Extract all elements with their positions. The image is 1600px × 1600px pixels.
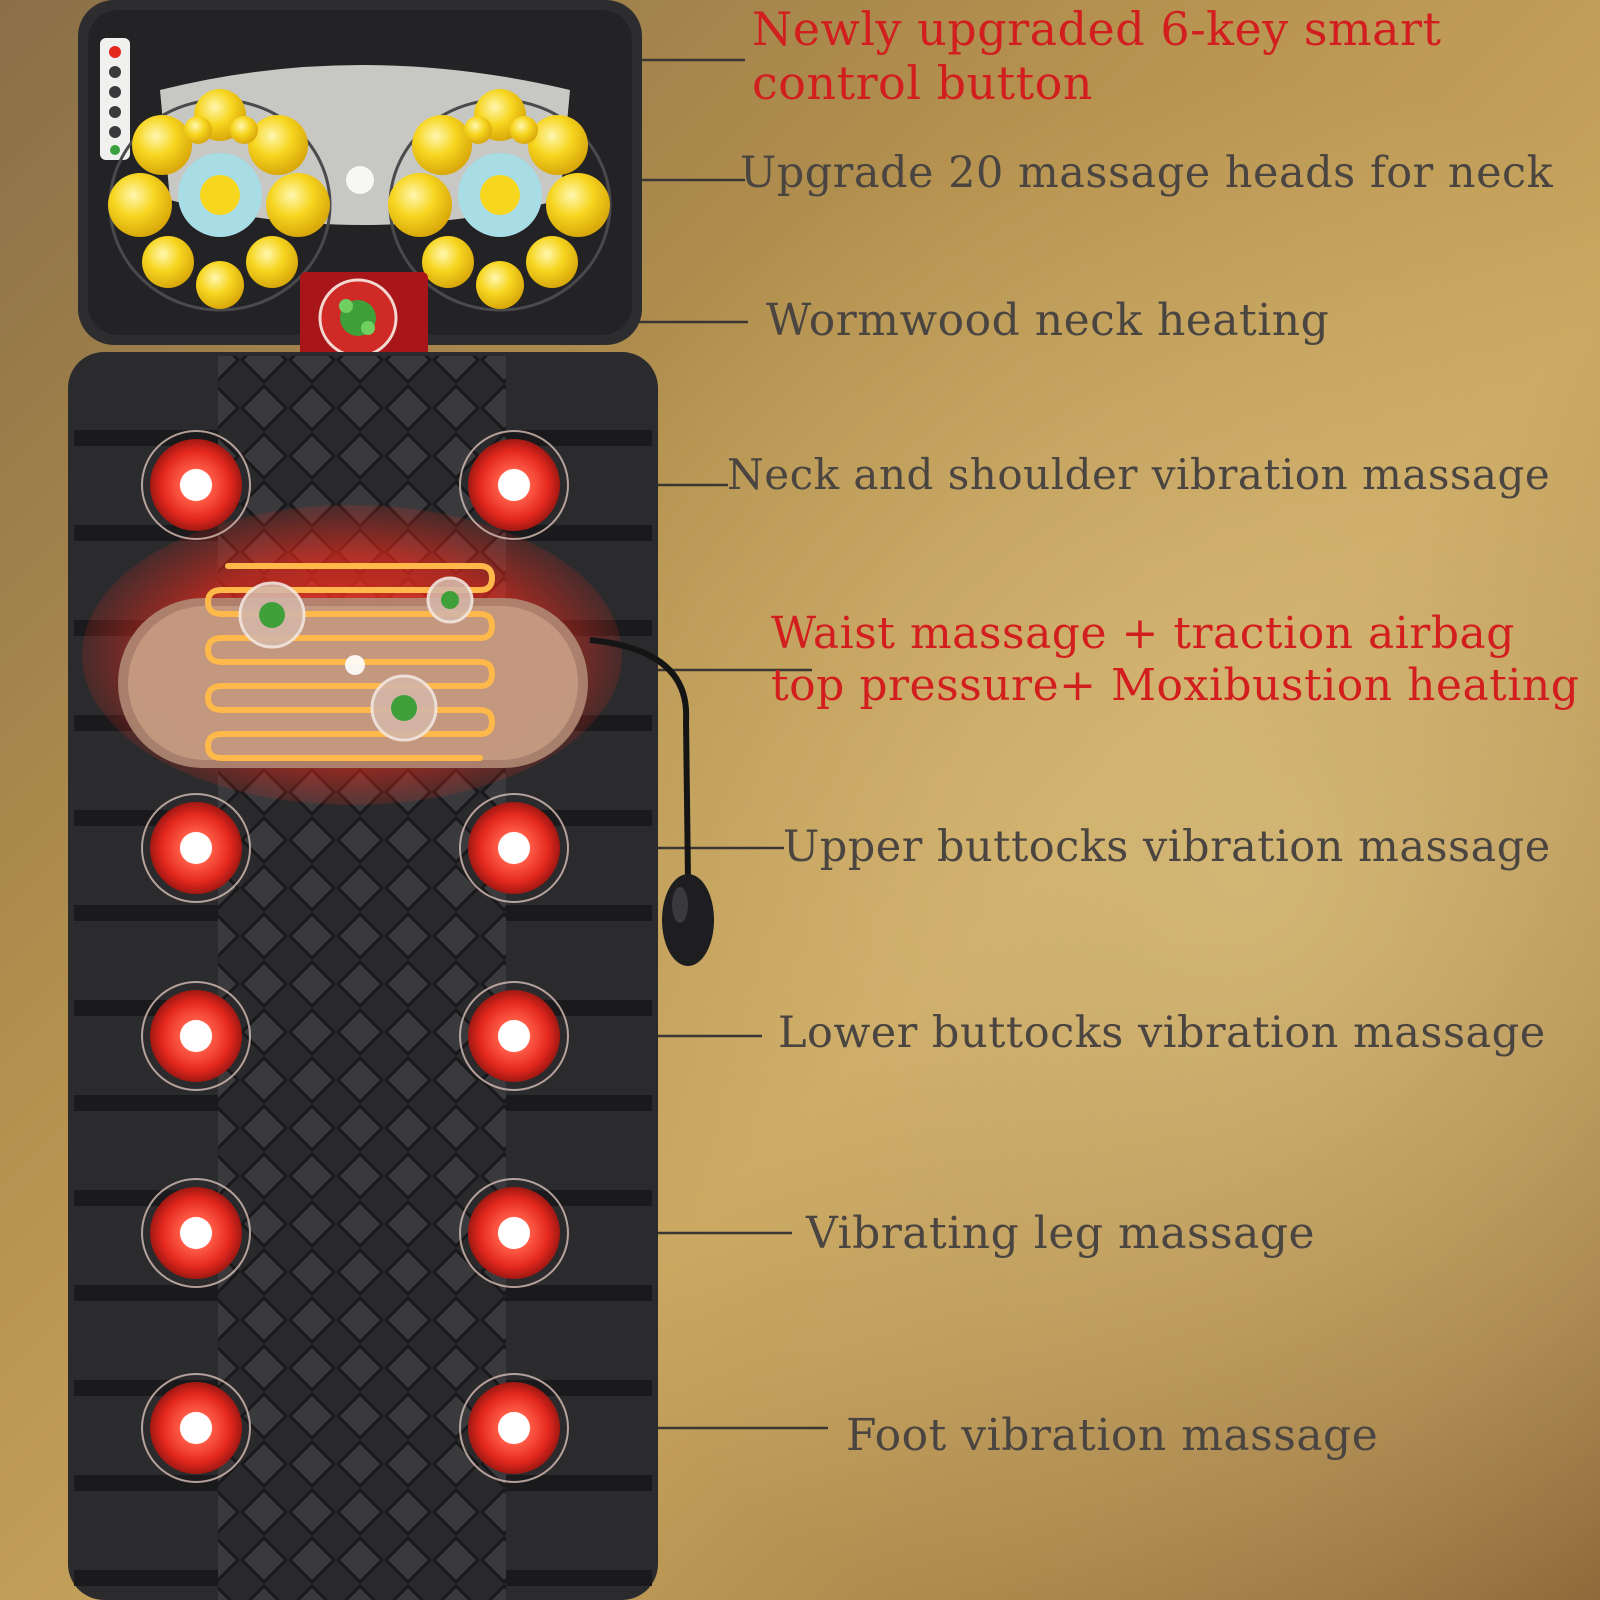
mat-rib: [506, 1475, 652, 1491]
head-pillow: [78, 0, 642, 358]
vibration-motors: [141, 430, 569, 1483]
vibration-motor-icon: [459, 1178, 569, 1288]
mat-rib: [506, 905, 652, 921]
mat-rib: [506, 430, 652, 446]
label-waist-line2: top pressure+ Moxibustion heating: [771, 659, 1580, 711]
label-waist-line1: Waist massage + traction airbag: [771, 608, 1515, 659]
label-lower-buttocks-vibration: Lower buttocks vibration massage: [778, 1008, 1546, 1058]
vibration-motor-icon: [141, 793, 251, 903]
label-waist-massage: Waist massage + traction airbag top pres…: [771, 608, 1579, 712]
heating-coil-icon: [82, 505, 622, 805]
label-smart-control-line2: control button: [752, 56, 1093, 111]
neck-massage-heads-icon: [108, 65, 612, 312]
vibration-motor-icon: [459, 1373, 569, 1483]
mat-rib: [506, 1095, 652, 1111]
vibration-motor-icon: [459, 981, 569, 1091]
vibration-motor-icon: [141, 981, 251, 1091]
mat-rib: [74, 1095, 218, 1111]
mat-rib: [506, 1285, 652, 1301]
label-wormwood-neck-heating: Wormwood neck heating: [766, 295, 1330, 346]
label-neck-shoulder-vibration: Neck and shoulder vibration massage: [727, 450, 1551, 499]
label-smart-control-button: Newly upgraded 6-key smart control butto…: [752, 2, 1441, 111]
vibration-motor-icon: [141, 1178, 251, 1288]
label-neck-massage-heads: Upgrade 20 massage heads for neck: [740, 148, 1554, 198]
mat-rib: [74, 1285, 218, 1301]
air-pump-icon: [589, 637, 714, 966]
label-vibrating-leg-massage: Vibrating leg massage: [806, 1208, 1316, 1259]
mat-rib: [74, 905, 218, 921]
remote-control-icon: [100, 38, 130, 160]
mat-rib: [74, 1570, 218, 1586]
label-smart-control-line1: Newly upgraded 6-key smart: [752, 2, 1442, 56]
mat-rib: [506, 1570, 652, 1586]
label-foot-vibration-massage: Foot vibration massage: [846, 1410, 1379, 1461]
label-upper-buttocks-vibration: Upper buttocks vibration massage: [783, 822, 1551, 872]
vibration-motor-icon: [141, 1373, 251, 1483]
mat-rib: [74, 1475, 218, 1491]
mat-rib: [506, 525, 652, 541]
wormwood-heating-icon: [300, 272, 428, 358]
vibration-motor-icon: [141, 430, 251, 540]
vibration-motor-icon: [459, 430, 569, 540]
vibration-motor-icon: [459, 793, 569, 903]
